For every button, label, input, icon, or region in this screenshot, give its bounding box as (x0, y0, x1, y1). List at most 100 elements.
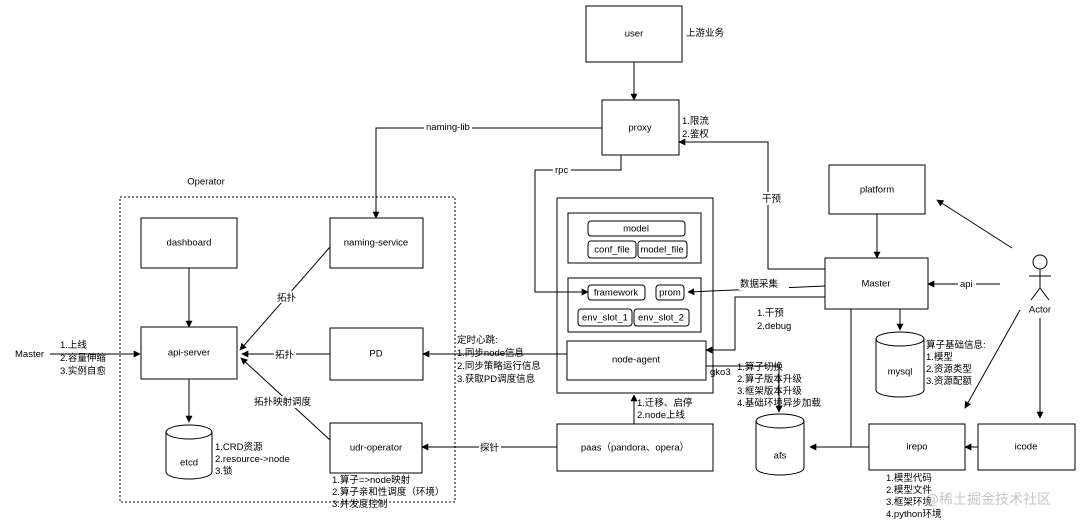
edge-nodeagent-afs (706, 365, 783, 413)
node-naming-service (329, 217, 424, 269)
irepo-note-3: 3.框架环境 (886, 496, 932, 508)
node-conf-file-label: conf_file (594, 245, 629, 256)
node-etcd: etcd (165, 424, 213, 480)
node-irepo (868, 423, 966, 471)
migrate-note-2: 2.node上线 (637, 409, 686, 421)
node-model-file-label: model_file (640, 245, 683, 256)
edge-proxy-naming (372, 127, 602, 219)
edge-actor-irepo (964, 309, 1021, 409)
migrate-note-1: 1.迁移、启停 (637, 397, 693, 409)
master-left-label: Master (15, 349, 44, 360)
switch-note-3: 3.框架版本升级 (737, 385, 802, 397)
switch-note-2: 2.算子版本升级 (737, 373, 802, 385)
node-proxy-label: proxy (628, 123, 651, 134)
proxy-note-1: 1.限流 (682, 115, 709, 127)
switch-note-4: 4.基础环境异步加载 (737, 397, 821, 409)
edge-master-nodeagent (705, 296, 825, 354)
edge-master-afs (809, 309, 852, 451)
node-node-agent (566, 340, 707, 381)
topo-label-2: 拓扑 (275, 349, 295, 361)
node-afs-label: afs (774, 451, 787, 462)
edge-master-proxy (678, 138, 825, 270)
irepo-note-1: 1.模型代码 (886, 472, 932, 484)
node-prom (655, 284, 685, 301)
switch-note-1: 1.算子切换 (737, 361, 783, 373)
node-proxy (601, 99, 680, 156)
etcd-note-1: 1.CRD资源 (215, 442, 263, 453)
node-framework (587, 284, 646, 301)
node-api-server (140, 326, 238, 380)
node-master-label: Master (861, 279, 890, 290)
node-mysql: mysql (875, 331, 925, 398)
node-pd (329, 327, 424, 381)
node-env-slot-2 (633, 308, 690, 327)
rpc-label: rpc (555, 165, 568, 176)
node-user-label: user (625, 29, 643, 40)
node-conf-file (587, 240, 637, 259)
node-model-label: model (623, 224, 649, 235)
naming-lib-label: naming-lib (426, 122, 470, 133)
intervene-debug-1: 1.干预 (757, 308, 784, 319)
irepo-note-4: 4.python环境 (886, 508, 942, 520)
intervene-debug-2: 2.debug (757, 321, 791, 332)
topo-label-1: 拓扑 (277, 292, 297, 304)
node-platform (828, 164, 926, 215)
master-left-note-1: 1.上线 (60, 339, 87, 351)
upstream-label: 上游业务 (686, 27, 725, 39)
mysql-note-3: 3.资源配额 (926, 375, 972, 387)
irepo-note-2: 2.模型文件 (886, 484, 932, 496)
gko3-label: gko3 (710, 367, 731, 378)
topo-mapping-label: 拓扑映射调度 (254, 396, 312, 408)
node-icode-label: icode (1015, 442, 1038, 453)
node-udr-operator-label: udr-operator (350, 443, 402, 454)
watermark: @稀土掘金技术社区 (925, 492, 1051, 508)
probe-label: 探针 (480, 442, 500, 454)
api-label: api (960, 279, 973, 290)
node-udr-operator (329, 422, 423, 474)
node-afs: afs (755, 413, 805, 476)
node-paas-label: paas（pandora、opera） (581, 442, 689, 454)
operator-group-label: Operator (187, 177, 225, 188)
data-collect-label: 数据采集 (740, 278, 779, 290)
node-mysql-label: mysql (888, 367, 913, 378)
master-left-note-3: 3.实例自愈 (60, 365, 106, 377)
edge-actor-platform (936, 199, 1013, 249)
heartbeat-note-1: 1.同步node信息 (457, 347, 524, 359)
node-framework-label: framework (594, 288, 639, 299)
etcd-note-2: 2.resource->node (215, 454, 290, 465)
node-env-slot-1 (577, 308, 633, 327)
actor-label: Actor (1029, 305, 1051, 316)
node-env-slot-2-label: env_slot_2 (638, 313, 684, 324)
proxy-note-2: 2.鉴权 (682, 128, 709, 140)
actor-icon (1029, 254, 1051, 301)
node-icode (977, 423, 1076, 471)
etcd-note-3: 3.锁 (215, 465, 233, 477)
node-env-slot-1-label: env_slot_1 (582, 313, 628, 324)
node-api-server-label: api-server (168, 348, 210, 359)
node-dashboard (140, 217, 238, 269)
udr-note-3: 3.并发度控制 (332, 498, 387, 510)
heartbeat-note-2: 2.同步策略运行信息 (457, 360, 541, 372)
node-etcd-label: etcd (180, 458, 198, 469)
node-master (824, 257, 929, 310)
mysql-note-2: 2.资源类型 (926, 363, 972, 375)
node-pd-label: PD (369, 349, 382, 360)
node-paas (556, 423, 714, 472)
node-model-file (637, 240, 688, 259)
edge-proxy-framework (534, 155, 622, 296)
node-irepo-label: irepo (906, 442, 927, 453)
heartbeat-note-0: 定时心跳: (457, 334, 498, 346)
node-model (587, 220, 686, 237)
udr-note-1: 1.算子=>node映射 (332, 474, 411, 486)
mysql-note-1: 1.模型 (926, 351, 953, 363)
heartbeat-note-3: 3.获取PD调度信息 (457, 373, 535, 385)
intervene-proxy-label: 干预 (762, 194, 782, 205)
master-left-note-2: 2.容量伸缩 (60, 352, 106, 364)
node-dashboard-label: dashboard (167, 238, 212, 249)
node-user (585, 5, 683, 63)
node-node-agent-label: node-agent (612, 355, 660, 366)
mysql-note-0: 算子基础信息: (926, 339, 986, 351)
node-prom-label: prom (659, 288, 681, 299)
udr-note-2: 2.算子亲和性调度（环境） (332, 486, 444, 498)
